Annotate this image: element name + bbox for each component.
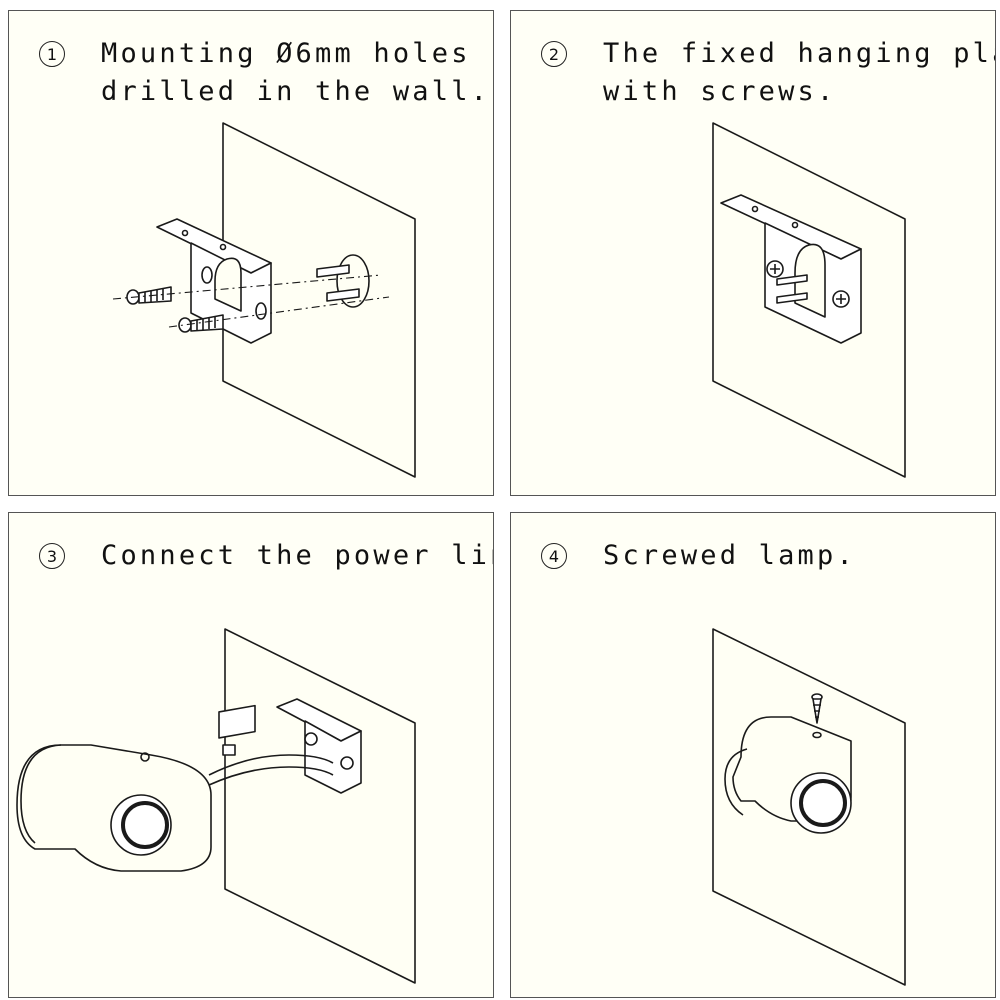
step-2-number: 2 [541, 41, 567, 67]
step-2-caption-line-1: The fixed hanging plate [603, 38, 995, 69]
step-2-illustration [511, 11, 996, 496]
wire-connector [219, 706, 255, 755]
step-1-caption-line-2: drilled in the wall. [101, 76, 491, 107]
hanging-plate-bracket [277, 699, 361, 793]
hanging-plate-bracket [721, 195, 861, 343]
step-1-caption: Mounting Ø6mm holes drilled in the wall. [101, 35, 491, 111]
step-2-panel: 2 The fixed hanging plate with screws. [510, 10, 996, 496]
wall-plug-icon [317, 265, 359, 301]
lamp-body [17, 745, 211, 871]
step-4-caption-line-1: Screwed lamp. [603, 540, 856, 571]
step-4-caption: Screwed lamp. [603, 537, 983, 575]
screw-head-icon [767, 261, 849, 307]
step-1-panel: 1 Mounting Ø6mm holes drilled in the wal… [8, 10, 494, 496]
wall-plug-icon [777, 275, 807, 303]
drilled-hole [337, 255, 369, 307]
step-3-illustration [9, 513, 494, 998]
step-3-number: 3 [39, 543, 65, 569]
alignment-guides [113, 275, 389, 327]
step-4-number: 4 [541, 543, 567, 569]
step-1-illustration [9, 11, 494, 496]
step-2-caption-line-2: with screws. [603, 76, 837, 107]
step-3-caption-line-1: Connect the power line. [101, 540, 493, 571]
step-1-caption-line-1: Mounting Ø6mm holes [101, 38, 471, 69]
screw-icon [179, 315, 223, 332]
step-4-illustration [511, 513, 996, 998]
wall-panel [225, 629, 415, 983]
power-cable [209, 755, 333, 785]
step-4-panel: 4 Screwed lamp. [510, 512, 996, 998]
step-3-panel: 3 Connect the power line. [8, 512, 494, 998]
lamp-body [725, 717, 851, 833]
step-1-number: 1 [39, 41, 65, 67]
screw-icon [812, 694, 822, 723]
step-3-caption: Connect the power line. [101, 537, 493, 575]
step-2-caption: The fixed hanging plate with screws. [603, 35, 995, 111]
